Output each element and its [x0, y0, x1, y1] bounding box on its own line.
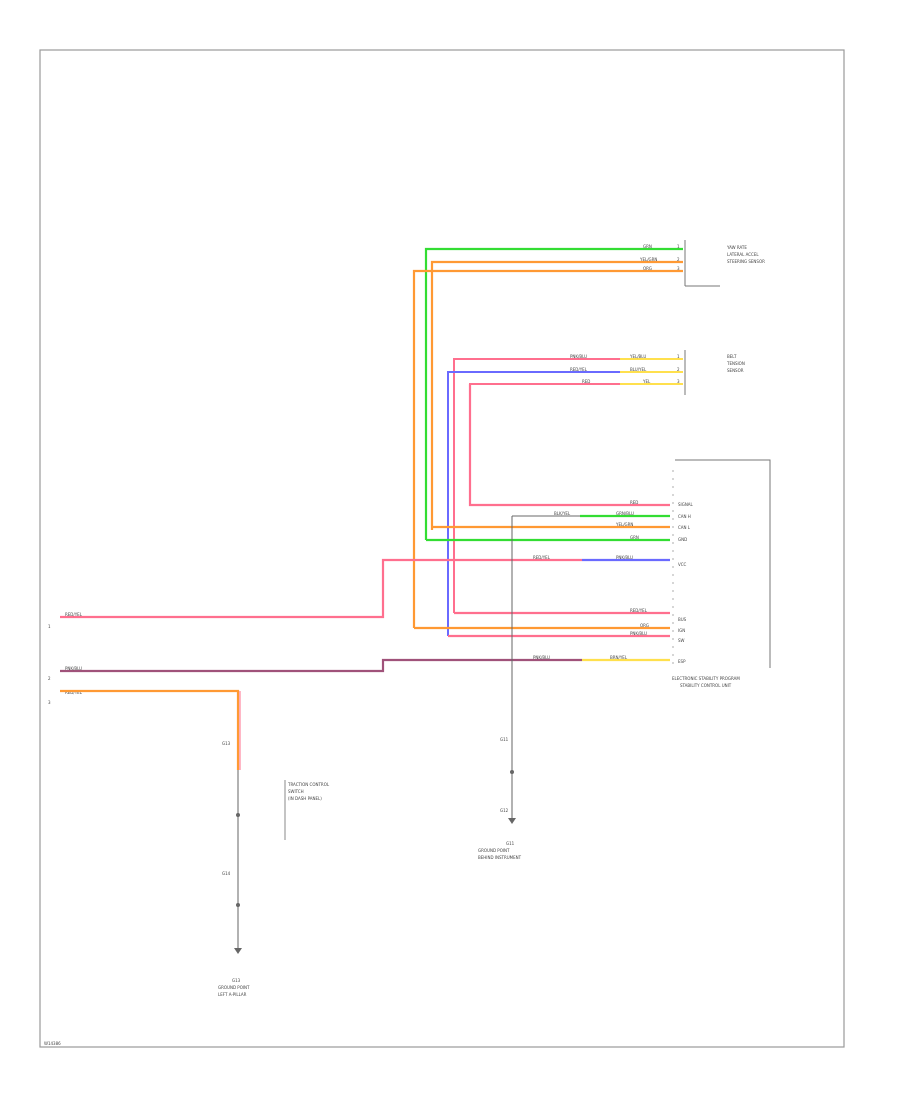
module-low-label-1: RED/YEL — [630, 608, 648, 613]
yaw-sensor-name-1: YAW RATE — [726, 245, 747, 250]
belt-wire-label-6: YEL — [642, 379, 651, 384]
yaw-wire-label-3: ORG — [643, 266, 652, 271]
module-name-1: ELECTRONIC STABILITY PROGRAM — [672, 676, 740, 681]
module-pin-9: ESP — [678, 659, 686, 664]
switch-node-1 — [236, 813, 240, 817]
module-mid-wire — [60, 558, 670, 619]
left-end-label-3: RED/YEL — [65, 690, 83, 695]
yaw-wire-label-2: YEL/GRN — [639, 257, 657, 262]
wire-purple-left — [60, 658, 582, 673]
footer-code: W14386 — [44, 1041, 61, 1046]
module-low-wires — [414, 611, 670, 638]
module-low-label-2: ORG — [640, 623, 649, 628]
drop-wire-label: BLK/YEL — [554, 511, 571, 516]
yaw-sensor-wires — [412, 247, 683, 628]
belt-pin-1: 1 — [677, 354, 680, 359]
module-pin-6: BUS — [678, 617, 687, 622]
wire-orange-yaw-1 — [430, 260, 683, 530]
left-end-mark-1: 1 — [48, 624, 51, 629]
switch-branch-wire — [60, 689, 241, 948]
belt-wire-label-1: PNK/BLU — [570, 354, 587, 359]
yaw-sensor-name-3: STEERING SENSOR — [727, 259, 765, 264]
ground-mid-label-2: GROUND POINT — [478, 848, 510, 853]
ground-left-label-2: GROUND POINT — [218, 985, 250, 990]
module-bottom-wire — [60, 658, 670, 673]
module-pin-8: SW — [678, 638, 685, 643]
module-bottom-label-right: BRN/YEL — [610, 655, 628, 660]
left-end-label-2: PNK/BLU — [65, 666, 82, 671]
module-pin-2: CAN H — [678, 514, 691, 519]
module-pin-4: GND — [678, 537, 687, 542]
wire-green-yaw — [424, 247, 683, 540]
belt-sensor-name-3: SENSOR — [727, 368, 744, 373]
ground-mid-label-1: G11 — [506, 841, 515, 846]
yaw-sensor-name-2: LATERAL ACCEL — [727, 252, 759, 257]
belt-sensor-wires — [447, 358, 683, 636]
belt-wire-label-5: BLU/YEL — [630, 367, 647, 372]
ground-tag-2: G14 — [222, 871, 231, 876]
wire-blue-belt — [447, 371, 620, 636]
module-top-label-2: GRN/BLU — [616, 511, 634, 516]
ground-left-label-3: LEFT A-PILLAR — [218, 992, 247, 997]
ground-mid-symbol — [508, 818, 516, 824]
module-bottom-label-left: PNK/BLU — [533, 655, 550, 660]
wire-pink-belt-1 — [453, 358, 620, 613]
module-top-label-1: RED — [630, 500, 638, 505]
module-top-label-3: YEL/GRN — [615, 522, 633, 527]
ground-mid-label-3: BEHIND INSTRUMENT — [478, 855, 522, 860]
left-end-label-1: RED/YEL — [65, 612, 83, 617]
wire-red-left-1 — [60, 558, 582, 619]
belt-pin-2: 2 — [677, 367, 680, 372]
wire-orange-yaw-2 — [412, 269, 683, 628]
module-top-label-4: GRN — [630, 535, 639, 540]
module-top-wires — [426, 384, 670, 542]
module-pin-1: SIGNAL — [678, 502, 694, 507]
wire-orange-switch — [60, 689, 240, 770]
ground-tag-1: G13 — [222, 741, 231, 746]
left-end-mark-2: 2 — [48, 676, 51, 681]
ground-left-symbol — [234, 948, 242, 954]
switch-label-1: TRACTION CONTROL — [287, 782, 330, 787]
wire-pink-belt-2 — [469, 383, 620, 505]
ground-tag-4: G12 — [500, 808, 509, 813]
module-outline — [675, 459, 771, 668]
switch-label-3: (IN DASH PANEL) — [288, 796, 322, 801]
switch-label-2: SWITCH — [288, 789, 304, 794]
belt-pin-3: 3 — [677, 379, 680, 384]
yaw-pin-3: 3 — [677, 266, 680, 271]
belt-wire-label-3: RED — [582, 379, 590, 384]
drop-node — [510, 770, 514, 774]
ground-left-label-1: G13 — [232, 978, 241, 983]
module-pin-3: CAN L — [678, 525, 691, 530]
module-pin-5: VCC — [678, 562, 687, 567]
yaw-pin-2: 2 — [677, 257, 680, 262]
belt-sensor-name-1: BELT — [727, 354, 737, 359]
module-mid-label-left: RED/YEL — [533, 555, 551, 560]
belt-sensor-name-2: TENSION — [726, 361, 745, 366]
yaw-pin-1: 1 — [677, 244, 680, 249]
diagram-frame — [39, 49, 845, 1048]
switch-node-2 — [236, 903, 240, 907]
module-mid-label-right: PNK/BLU — [616, 555, 633, 560]
left-end-mark-3: 3 — [48, 700, 51, 705]
ground-tag-3: G11 — [500, 737, 509, 742]
yaw-wire-label-1: GRN — [643, 244, 652, 249]
module-name-2: STABILITY CONTROL UNIT — [680, 683, 732, 688]
module-low-label-3: PNK/BLU — [630, 631, 647, 636]
belt-wire-label-2: RED/YEL — [570, 367, 588, 372]
wire-red-module — [468, 384, 670, 507]
module-pin-7: IGN — [678, 628, 685, 633]
belt-wire-label-4: YEL/BLU — [629, 354, 646, 359]
